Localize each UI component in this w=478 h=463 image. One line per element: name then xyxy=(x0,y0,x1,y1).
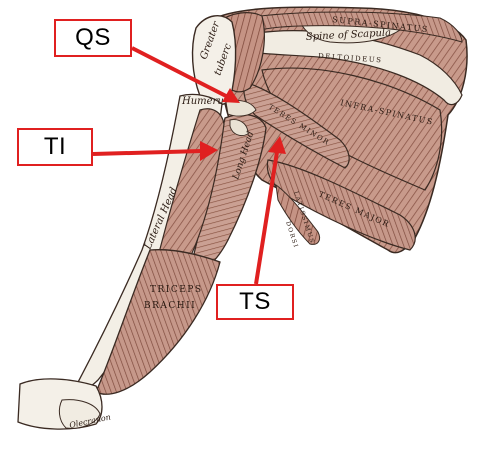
callout-qs: QS xyxy=(54,19,132,57)
callout-ti: TI xyxy=(17,128,93,166)
callout-ts-label: TS xyxy=(239,288,271,315)
olecranon-bone xyxy=(58,399,101,429)
label-triceps: TRICEPS xyxy=(150,285,203,295)
arrow-qs xyxy=(131,46,240,103)
arrow-ti xyxy=(92,141,218,161)
tendon-strip xyxy=(229,119,249,137)
callout-ti-label: TI xyxy=(43,133,67,160)
latissimus-dorsi-muscle xyxy=(275,183,321,245)
callout-ts: TS xyxy=(216,284,294,320)
supraspinatus-muscle xyxy=(244,11,463,43)
label-humerus: Humeru xyxy=(181,96,224,107)
callout-qs-label: QS xyxy=(75,24,111,51)
label-spine-of-scapula: Spine of Scapula xyxy=(306,28,392,43)
triceps-brachii-body xyxy=(95,249,221,395)
label-brachii: BRACHII xyxy=(144,301,196,311)
arrow-ts xyxy=(254,136,286,285)
